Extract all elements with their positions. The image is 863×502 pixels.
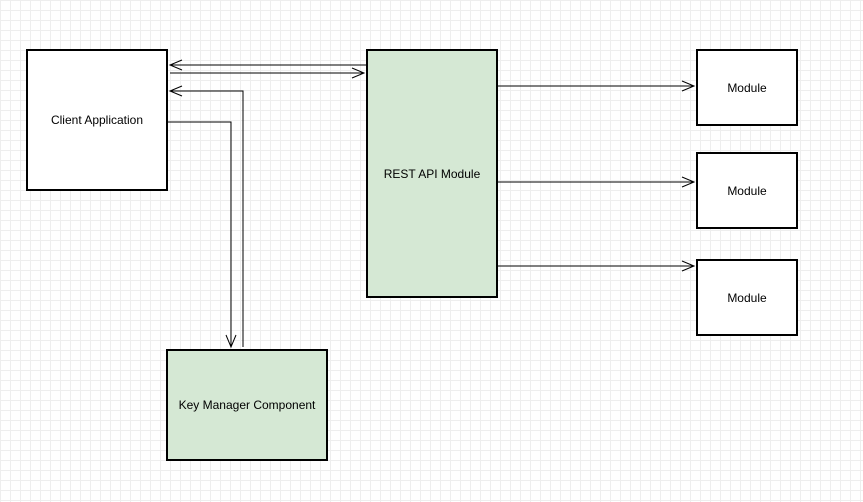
arrowhead-rest-to-module-2: [681, 176, 696, 188]
arrowhead-client-to-keymanager: [225, 334, 237, 349]
arrowhead-client-to-rest: [351, 67, 366, 79]
arrowhead-rest-to-module-1: [681, 80, 696, 92]
rest-api-module-label: REST API Module: [383, 166, 481, 181]
module-label-2: Module: [727, 183, 767, 198]
module-node-2[interactable]: Module: [696, 152, 798, 229]
module-label-1: Module: [727, 80, 767, 95]
client-application-node[interactable]: Client Application: [26, 49, 168, 191]
key-manager-component-label: Key Manager Component: [178, 398, 316, 412]
arrowhead-keymanager-to-client: [168, 85, 183, 97]
module-node-3[interactable]: Module: [696, 259, 798, 336]
edge-client-to-keymanager: [168, 121, 232, 347]
rest-api-module-node[interactable]: REST API Module: [366, 49, 498, 298]
module-label-3: Module: [727, 290, 767, 305]
arrowhead-rest-to-module-3: [681, 260, 696, 272]
module-node-1[interactable]: Module: [696, 49, 798, 126]
key-manager-component-node[interactable]: Key Manager Component: [166, 349, 328, 461]
arrowhead-rest-to-client: [168, 59, 183, 71]
client-application-label: Client Application: [50, 113, 144, 127]
edge-keymanager-to-client: [170, 90, 244, 347]
